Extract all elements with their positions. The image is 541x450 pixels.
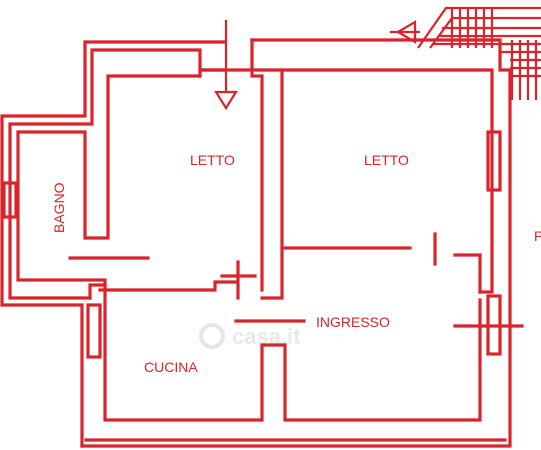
cucina-walls (86, 283, 482, 422)
room-label-letto-right: LETTO (364, 152, 409, 168)
ingresso-walls (453, 294, 524, 362)
edge-text: P (534, 228, 541, 244)
staircase (390, 6, 541, 100)
outer-walls (0, 38, 512, 448)
room-label-ingresso: INGRESSO (316, 314, 390, 330)
letto-left-walls (98, 68, 264, 300)
room-label-bagno: BAGNO (51, 182, 67, 233)
letto-right-walls (260, 68, 502, 300)
bagno-walls (2, 74, 202, 287)
room-label-letto-left: LETTO (190, 152, 235, 168)
room-label-cucina: CUCINA (144, 359, 198, 375)
entry-arrow-icon (214, 20, 238, 111)
